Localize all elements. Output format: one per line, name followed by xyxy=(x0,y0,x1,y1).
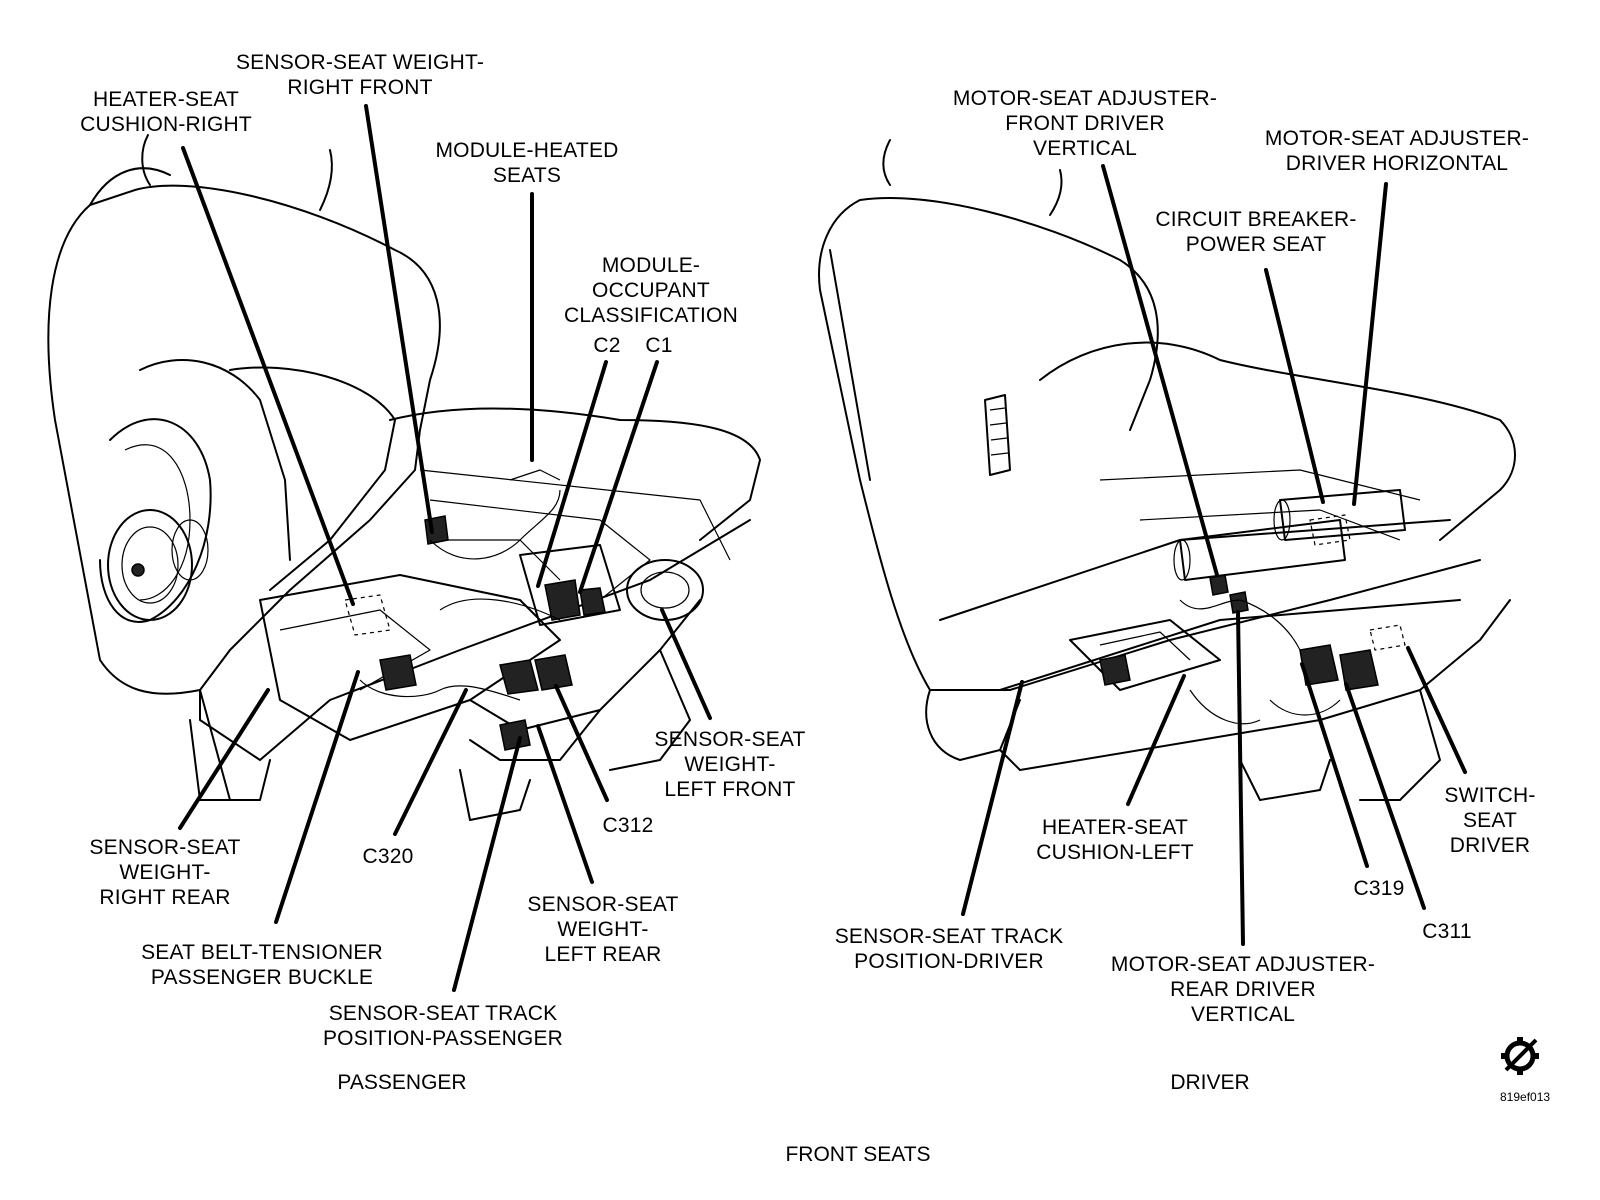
callout-line: VERTICAL xyxy=(1191,1003,1295,1026)
callout-line: LEFT REAR xyxy=(544,943,662,966)
callout-line: WEIGHT- xyxy=(119,861,211,884)
figure-title: FRONT SEATS xyxy=(785,1143,931,1166)
callout-sensor-weight-right-rear: SENSOR-SEAT WEIGHT- RIGHT REAR xyxy=(89,835,240,910)
section-label-driver: DRIVER xyxy=(1170,1071,1250,1094)
callout-line: SENSOR-SEAT xyxy=(89,836,241,859)
callout-line: RIGHT REAR xyxy=(99,886,231,909)
callout-sensor-weight-right-front: SENSOR-SEAT WEIGHT- RIGHT FRONT xyxy=(236,50,484,100)
callout-line: MOTOR-SEAT ADJUSTER- xyxy=(1264,127,1530,150)
callout-line: POWER SEAT xyxy=(1185,233,1327,256)
callout-c312: C312 xyxy=(602,813,653,838)
callout-line: DRIVER xyxy=(1449,834,1531,857)
callout-line: HEATER-SEAT xyxy=(92,88,240,111)
callout-line: SWITCH- xyxy=(1444,784,1536,807)
callout-line: SEATS xyxy=(492,164,562,187)
callout-line: SENSOR-SEAT TRACK xyxy=(328,1002,558,1025)
callout-motor-driver-horizontal: MOTOR-SEAT ADJUSTER- DRIVER HORIZONTAL xyxy=(1265,126,1529,176)
passenger-seat-drawing xyxy=(47,134,761,821)
callout-line: HEATER-SEAT xyxy=(1041,816,1189,839)
callout-sensor-track-passenger: SENSOR-SEAT TRACK POSITION-PASSENGER xyxy=(323,1001,563,1051)
callout-c1: C1 xyxy=(645,333,672,358)
callout-sensor-weight-left-rear: SENSOR-SEAT WEIGHT- LEFT REAR xyxy=(527,892,678,967)
callout-line: SENSOR-SEAT xyxy=(654,728,806,751)
callout-line: SENSOR-SEAT TRACK xyxy=(834,925,1064,948)
callout-line: C319 xyxy=(1353,877,1405,900)
callout-line: LEFT FRONT xyxy=(664,778,796,801)
callout-line: MOTOR-SEAT ADJUSTER- xyxy=(952,87,1218,110)
section-label-passenger: PASSENGER xyxy=(337,1071,467,1094)
callout-line: C311 xyxy=(1422,920,1472,943)
callout-module-heated-seats: MODULE-HEATED SEATS xyxy=(435,138,618,188)
callout-line: MOTOR-SEAT ADJUSTER- xyxy=(1110,953,1376,976)
callout-line: FRONT DRIVER xyxy=(1005,112,1165,135)
callout-line: WEIGHT- xyxy=(557,918,649,941)
callout-module-occupant-classification: MODULE- OCCUPANT CLASSIFICATION xyxy=(564,253,738,328)
callout-heater-cushion-right: HEATER-SEAT CUSHION-RIGHT xyxy=(80,87,252,137)
callout-c319: C319 xyxy=(1353,876,1404,901)
figure-reference-code: 819ef013 xyxy=(1500,1090,1551,1104)
callout-sensor-weight-left-front: SENSOR-SEAT WEIGHT- LEFT FRONT xyxy=(654,727,805,802)
callout-line: MODULE- xyxy=(601,254,701,277)
callout-line: C312 xyxy=(602,814,654,837)
callout-circuit-breaker-power-seat: CIRCUIT BREAKER- POWER SEAT xyxy=(1155,207,1356,257)
callout-line: SENSOR-SEAT xyxy=(527,893,679,916)
callout-line: C320 xyxy=(362,845,414,868)
callout-line: PASSENGER BUCKLE xyxy=(150,966,374,989)
callout-sensor-track-driver: SENSOR-SEAT TRACK POSITION-DRIVER xyxy=(835,924,1064,974)
callout-line: SENSOR-SEAT WEIGHT- xyxy=(235,51,485,74)
callout-line: CLASSIFICATION xyxy=(564,304,738,327)
callout-line: OCCUPANT xyxy=(592,279,710,302)
callout-c320: C320 xyxy=(362,844,413,869)
callout-motor-front-driver-vertical: MOTOR-SEAT ADJUSTER- FRONT DRIVER VERTIC… xyxy=(953,86,1217,161)
callout-line: WEIGHT- xyxy=(684,753,776,776)
callout-line: SEAT xyxy=(1462,809,1518,832)
callout-c311: C311 xyxy=(1422,919,1471,944)
leader-lines xyxy=(178,104,1467,992)
callout-line: MODULE-HEATED xyxy=(435,139,619,162)
callout-line: REAR DRIVER xyxy=(1170,978,1316,1001)
callout-line: POSITION-DRIVER xyxy=(854,950,1044,973)
callout-line: CIRCUIT BREAKER- xyxy=(1155,208,1357,231)
callout-heater-cushion-left: HEATER-SEAT CUSHION-LEFT xyxy=(1036,815,1194,865)
callout-line: C2 xyxy=(593,334,621,357)
callout-line: POSITION-PASSENGER xyxy=(322,1027,564,1050)
callout-switch-seat-driver: SWITCH- SEAT DRIVER xyxy=(1444,783,1535,858)
callout-motor-rear-driver-vertical: MOTOR-SEAT ADJUSTER- REAR DRIVER VERTICA… xyxy=(1111,952,1375,1027)
callout-line: RIGHT FRONT xyxy=(287,76,433,99)
callout-line: C1 xyxy=(645,334,673,357)
callout-line: CUSHION-LEFT xyxy=(1036,841,1194,864)
callout-line: CUSHION-RIGHT xyxy=(80,113,252,136)
callout-line: DRIVER HORIZONTAL xyxy=(1285,152,1509,175)
callout-line: SEAT BELT-TENSIONER xyxy=(141,941,383,964)
callout-line: VERTICAL xyxy=(1033,137,1137,160)
driver-seat-drawing xyxy=(818,139,1516,801)
gear-icon xyxy=(1501,1037,1539,1075)
callout-seat-belt-tensioner: SEAT BELT-TENSIONER PASSENGER BUCKLE xyxy=(141,940,383,990)
callout-c2: C2 xyxy=(593,333,620,358)
